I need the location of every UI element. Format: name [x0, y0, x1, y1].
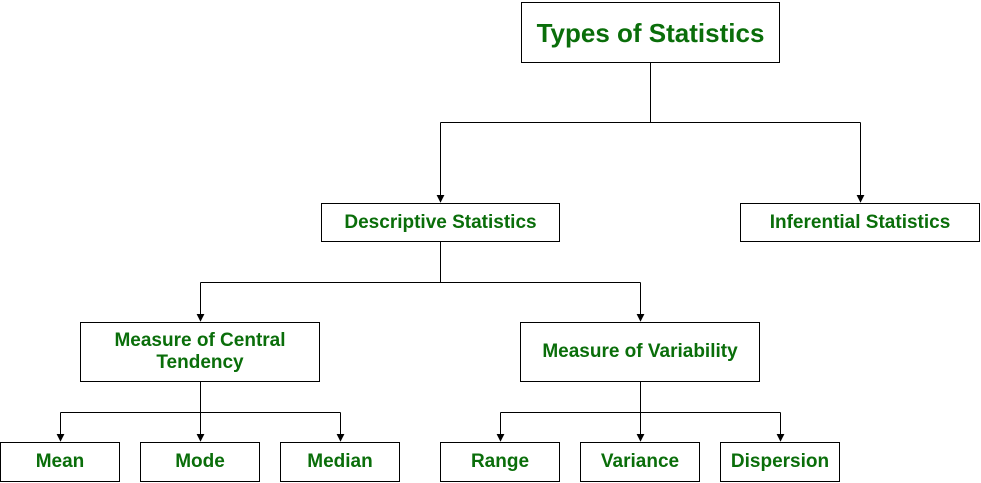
node-measure-of-variability: Measure of Variability	[520, 322, 760, 382]
edge-central-to-leaves	[56, 382, 345, 442]
node-label: Median	[307, 451, 373, 472]
node-mode: Mode	[140, 442, 260, 482]
edge-variability-to-leaves	[496, 382, 785, 442]
node-label-group: Measure of Central Tendency	[114, 330, 285, 374]
node-descriptive-statistics: Descriptive Statistics	[321, 203, 560, 242]
node-types-of-statistics: Types of Statistics	[521, 2, 780, 63]
node-dispersion: Dispersion	[720, 442, 840, 482]
node-variance: Variance	[580, 442, 700, 482]
node-measure-of-central-tendency: Measure of Central Tendency	[80, 322, 320, 382]
node-label-line-2: Tendency	[156, 352, 244, 373]
node-median: Median	[280, 442, 400, 482]
node-inferential-statistics: Inferential Statistics	[740, 203, 980, 242]
node-label: Descriptive Statistics	[344, 211, 537, 233]
node-label: Mean	[35, 451, 85, 472]
node-label: Inferential Statistics	[769, 211, 951, 233]
node-label-line-1: Measure of Central	[114, 330, 286, 351]
node-label: Dispersion	[730, 451, 830, 472]
node-label: Measure of Variability	[542, 341, 738, 362]
node-label: Types of Statistics	[536, 17, 765, 48]
node-mean: Mean	[0, 442, 120, 482]
node-label: Range	[470, 451, 530, 472]
node-range: Range	[440, 442, 560, 482]
node-label: Mode	[175, 451, 225, 472]
edge-descriptive-to-children	[196, 242, 645, 322]
node-label: Variance	[600, 451, 680, 472]
edge-root-to-children	[436, 63, 865, 203]
